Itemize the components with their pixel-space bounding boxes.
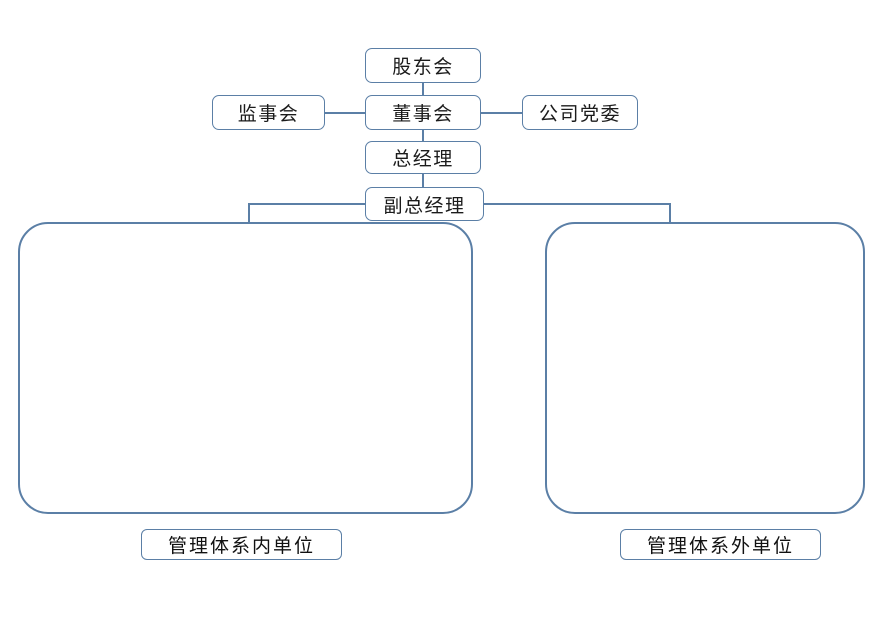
node-general-manager[interactable]: 总经理 — [365, 141, 481, 174]
group-inner-management-system — [18, 222, 473, 514]
connector-dgm-inner-vertical — [248, 203, 250, 233]
node-company-party-committee[interactable]: 公司党委 — [522, 95, 638, 130]
group-outer-management-system — [545, 222, 865, 514]
legend-outer-management-system: 管理体系外单位 — [620, 529, 821, 560]
connector-gm-dgm — [422, 174, 424, 187]
connector-dgm-outer-horizontal — [484, 203, 671, 205]
connector-dgm-outer-vertical — [669, 203, 671, 233]
legend-inner-management-system: 管理体系内单位 — [141, 529, 342, 560]
node-board-of-directors[interactable]: 董事会 — [365, 95, 481, 130]
node-deputy-general-manager[interactable]: 副总经理 — [365, 187, 484, 221]
connector-directors-party — [481, 112, 522, 114]
connector-directors-gm — [422, 130, 424, 141]
node-board-of-supervisors[interactable]: 监事会 — [212, 95, 325, 130]
connector-shareholders-directors — [422, 83, 424, 95]
node-shareholders-meeting[interactable]: 股东会 — [365, 48, 481, 83]
connector-dgm-inner-horizontal — [248, 203, 365, 205]
connector-supervisors-directors — [325, 112, 365, 114]
